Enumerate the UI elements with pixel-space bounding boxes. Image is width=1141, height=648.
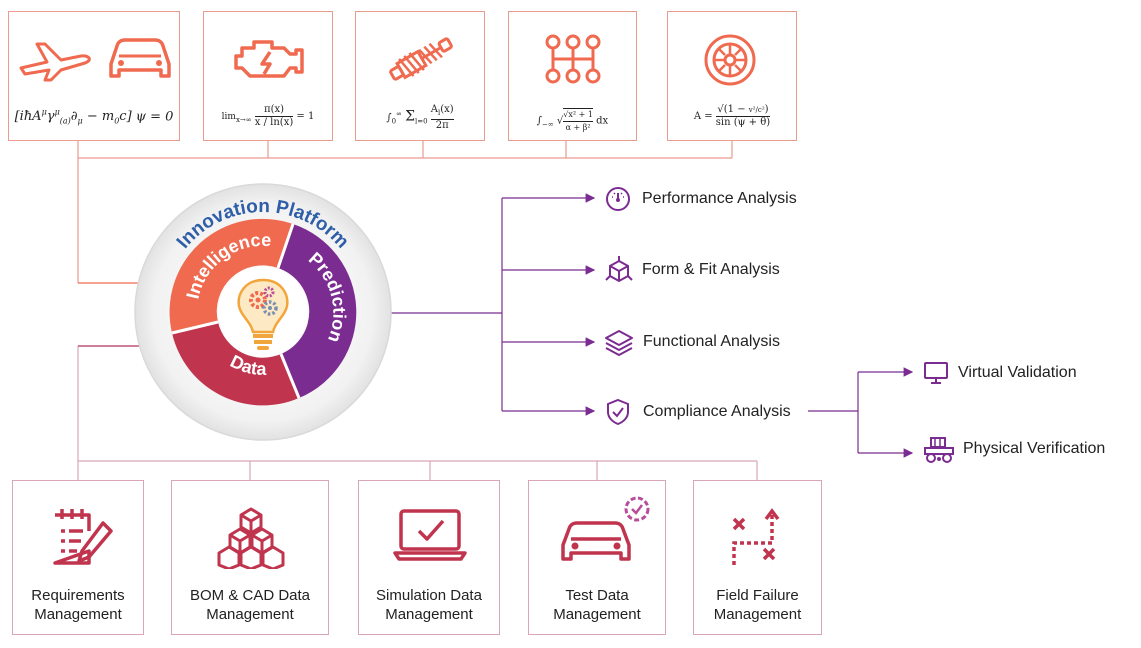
shock-absorber-icon — [389, 37, 453, 81]
gauge-icon — [606, 187, 630, 211]
formula-prime: limx→∞ π(x)x / ln(x) = 1 — [221, 104, 315, 128]
analysis-label: Form & Fit Analysis — [642, 261, 780, 278]
engine-warning-icon — [234, 40, 304, 78]
top-box-2: limx→∞ π(x)x / ln(x) = 1 — [203, 11, 333, 141]
formula-relativity: A = √(1 − v²/c²)sin (ψ + θ) — [693, 104, 771, 128]
data-segment — [172, 322, 299, 406]
top-box-5: A = √(1 − v²/c²)sin (ψ + θ) — [667, 11, 797, 141]
test-rig-icon — [924, 437, 954, 463]
shield-check-icon — [607, 398, 629, 426]
analysis-label: Functional Analysis — [643, 333, 780, 350]
verification-label: Virtual Validation — [958, 364, 1077, 381]
analysis-compliance[interactable]: Compliance Analysis — [604, 398, 791, 426]
monitor-icon — [924, 362, 948, 384]
car-gear-icon — [561, 496, 650, 561]
failure-path-icon — [732, 508, 780, 565]
laptop-check-icon — [393, 509, 467, 561]
top-box-3: ∫0∞ Σl=0 Al(x)2π — [355, 11, 485, 141]
lightbulb-gears-icon — [237, 278, 289, 350]
layers-icon — [605, 330, 633, 356]
physical-verification[interactable]: Physical Verification — [923, 434, 1105, 464]
checklist-pen-icon — [53, 509, 113, 565]
analysis-functional[interactable]: Functional Analysis — [604, 328, 780, 356]
top-box-1: [iħAμγμ(a)∂μ − m0c] ψ = 0 — [8, 11, 180, 141]
intelligence-segment — [169, 218, 293, 333]
car-icon — [109, 38, 171, 78]
innovation-platform-diagram: Innovation Platform Intelligence Predict… — [134, 183, 392, 441]
cube-icon — [605, 256, 633, 283]
analysis-label: Compliance Analysis — [643, 403, 791, 420]
analysis-label: Performance Analysis — [642, 190, 797, 207]
virtual-validation[interactable]: Virtual Validation — [923, 361, 1077, 385]
prediction-segment — [278, 224, 357, 398]
verification-label: Physical Verification — [963, 440, 1106, 457]
analysis-performance[interactable]: Performance Analysis — [604, 185, 797, 213]
formula-sum: ∫0∞ Σl=0 Al(x)2π — [386, 104, 454, 131]
formula-dirac: [iħAμγμ(a)∂μ − m0c] ψ = 0 — [14, 108, 174, 126]
brake-disc-icon — [704, 34, 756, 86]
gear-shift-icon — [545, 34, 601, 84]
stacked-cubes-icon — [217, 507, 285, 569]
analysis-form-fit[interactable]: Form & Fit Analysis — [604, 255, 780, 285]
airplane-icon — [19, 42, 91, 82]
